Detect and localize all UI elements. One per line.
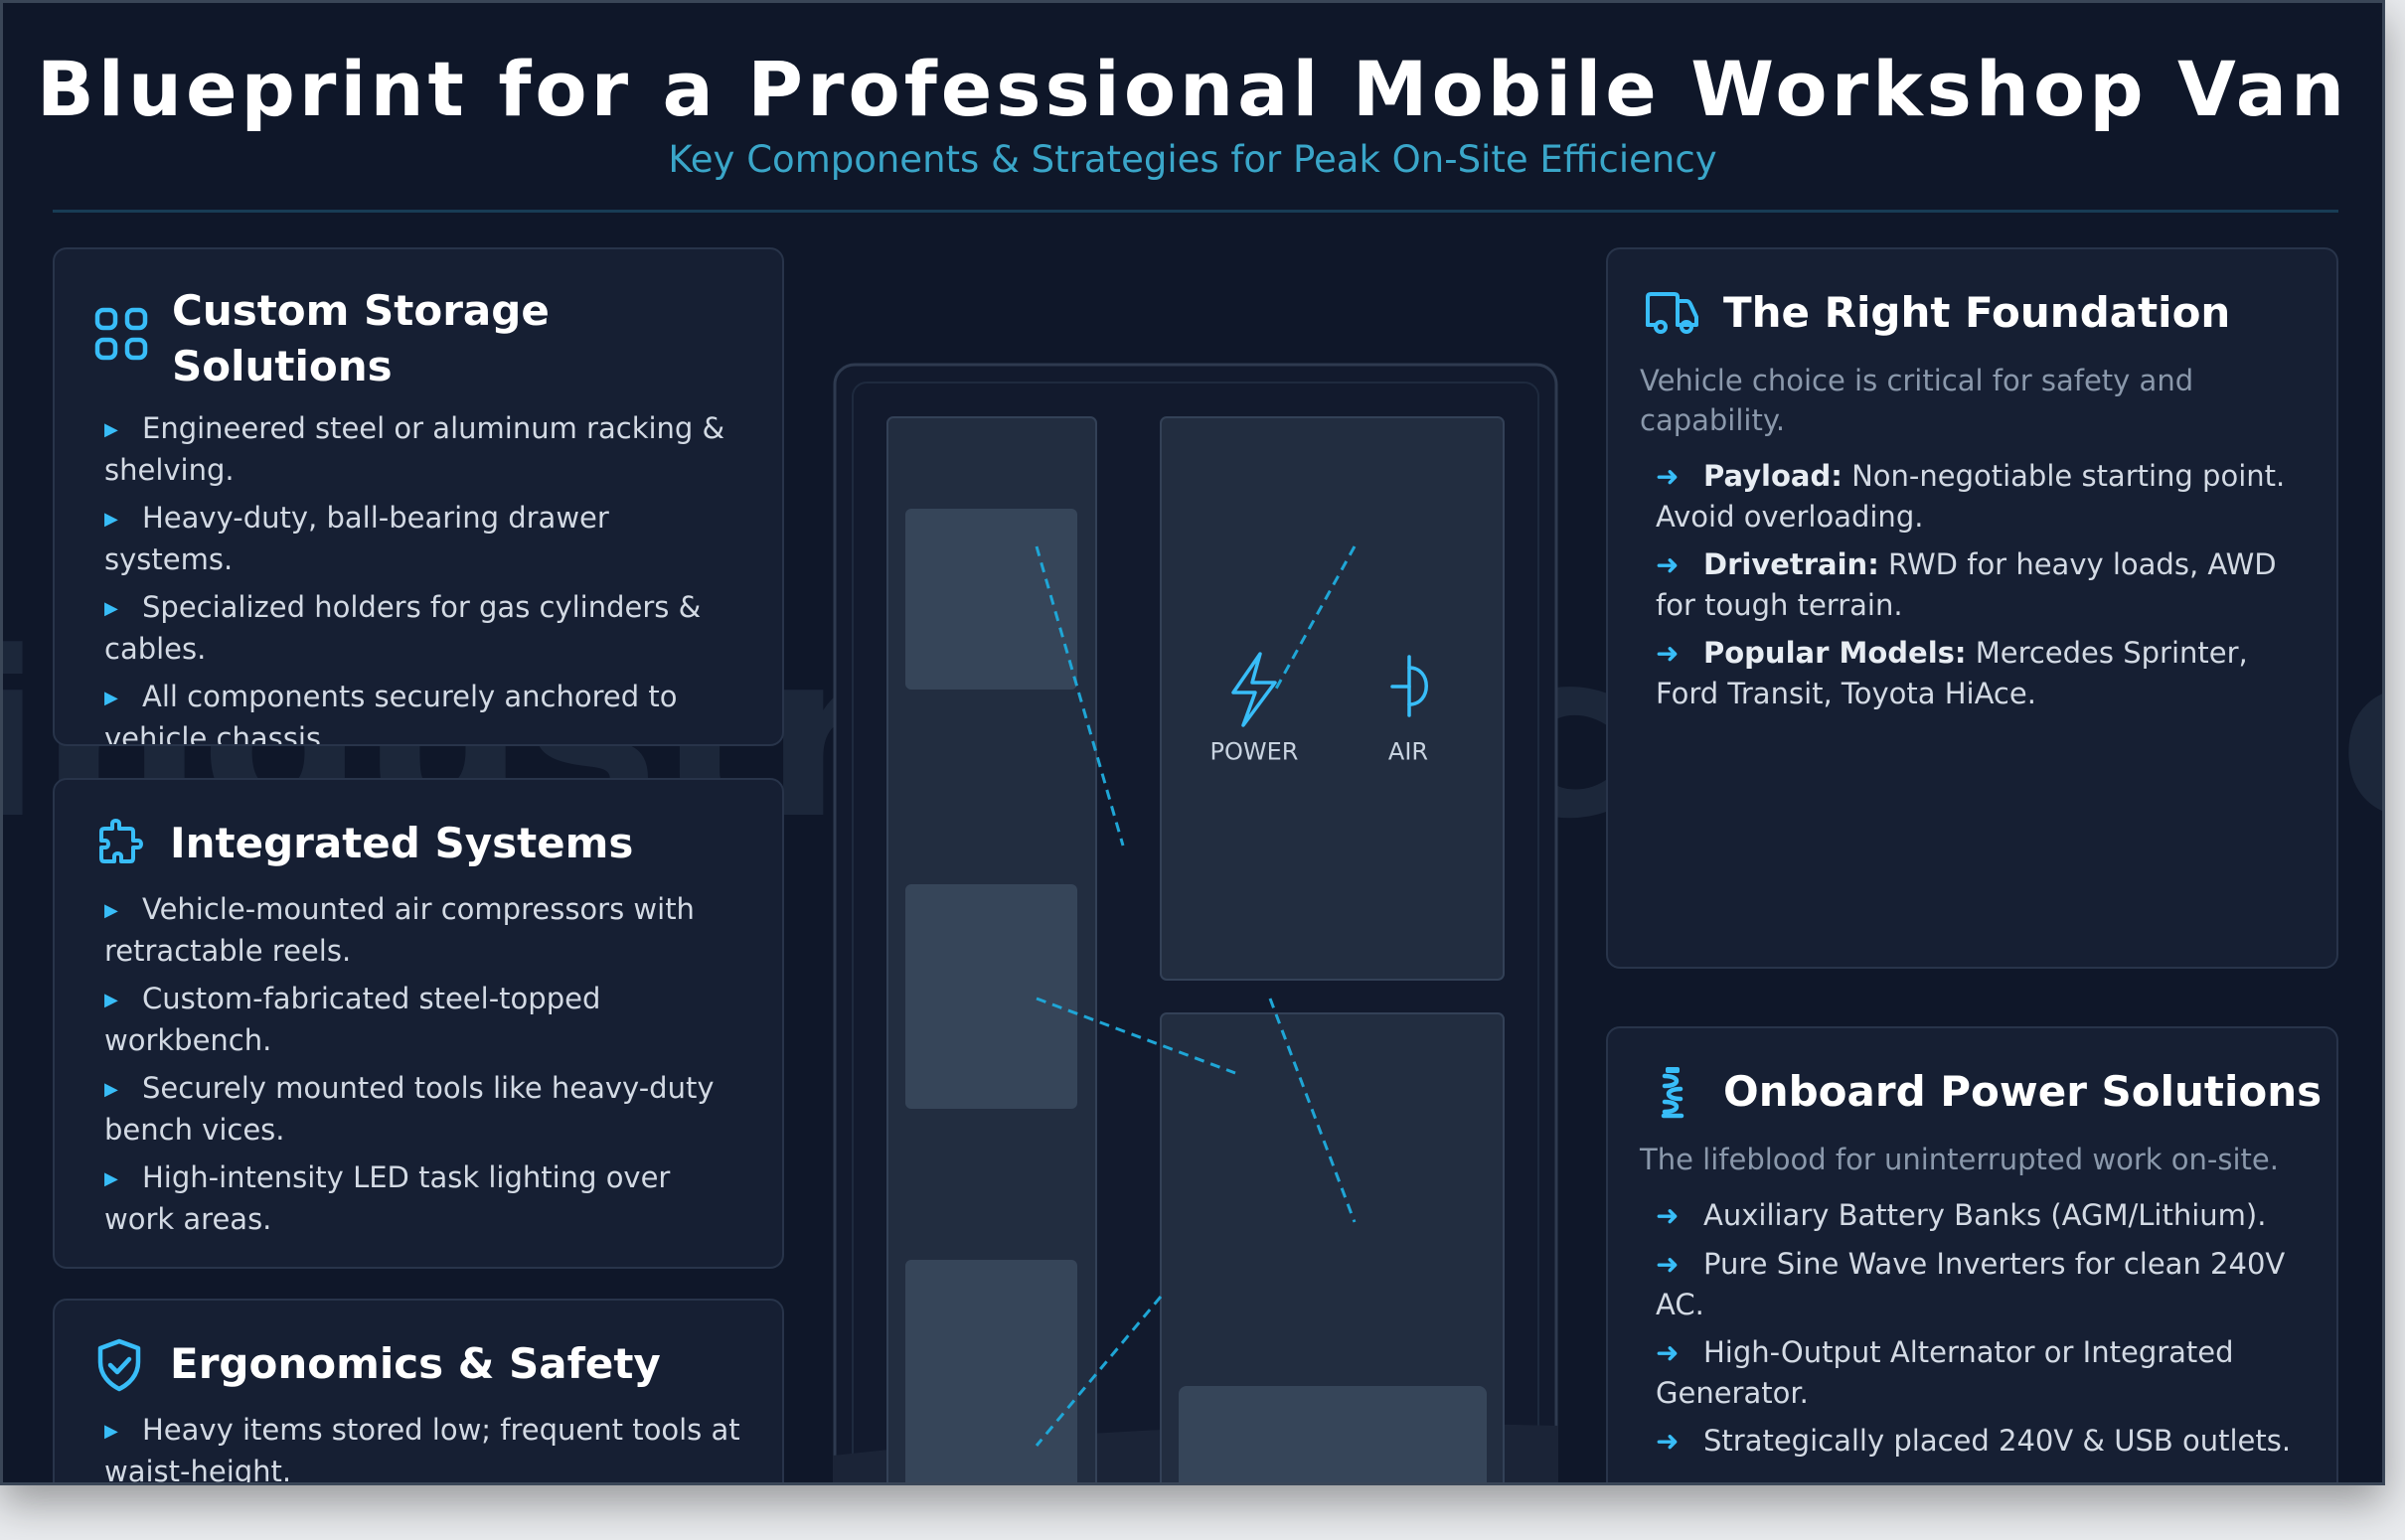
list-item: ▶Engineered steel or aluminum racking & … [104,411,725,487]
van-layout-diagram: POWER AIR [833,363,1558,1482]
card-header: Custom Storage Solutions [92,283,589,394]
power-label: POWER [1210,738,1299,766]
card-header: Ergonomics & Safety [90,1336,661,1394]
card-header: The Right Foundation [1644,285,2230,343]
list-item: ▶Custom-fabricated steel-topped workbenc… [104,982,601,1057]
arrow-list: ➜Auxiliary Battery Banks (AGM/Lithium). … [1640,1195,2307,1462]
card-content: Vehicle choice is critical for safety an… [1640,361,2307,721]
list-item: ▶Vehicle-mounted air compressors with re… [104,892,695,968]
bullet-list: ▶Vehicle-mounted air compressors with re… [104,889,742,1239]
bullet-icon: ▶ [104,900,118,921]
van-icon [1644,285,1701,343]
list-item: ➜Pure Sine Wave Inverters for clean 240V… [1656,1247,2286,1321]
card-header: Onboard Power Solutions [1644,1064,2322,1122]
card-list-wrap: ▶Vehicle-mounted air compressors with re… [104,889,742,1247]
card-onboard-power: Onboard Power Solutions The lifeblood fo… [1606,1026,2338,1482]
list-item: ▶All components securely anchored to veh… [104,680,678,746]
puzzle-icon [90,816,148,873]
arrow-right-icon: ➜ [1656,1336,1680,1369]
air-label: AIR [1388,738,1428,766]
power-icon [1231,652,1277,727]
list-item: ▶Heavy-duty, ball-bearing drawer systems… [104,501,609,576]
list-item: ▶Specialized holders for gas cylinders &… [104,590,702,666]
list-item: ➜Auxiliary Battery Banks (AGM/Lithium). [1656,1195,2307,1236]
arrow-list: ➜Payload: Non-negotiable starting point.… [1640,456,2307,713]
card-title: Onboard Power Solutions [1723,1067,2323,1116]
arrow-right-icon: ➜ [1656,637,1680,670]
list-item: ➜Payload: Non-negotiable starting point.… [1656,459,2286,534]
card-content: The lifeblood for uninterrupted work on-… [1640,1140,2307,1469]
card-title: Integrated Systems [170,819,634,867]
workbench-module [1160,416,1505,981]
card-title: Custom Storage Solutions [172,286,550,390]
card-integrated-systems: Integrated Systems ▶Vehicle-mounted air … [53,778,784,1269]
bullet-icon: ▶ [104,688,118,708]
list-item: ➜High-Output Alternator or Integrated Ge… [1656,1335,2234,1410]
card-header: Integrated Systems [90,816,633,873]
list-item: ➜Drivetrain: RWD for heavy loads, AWD fo… [1656,547,2277,622]
card-description: The lifeblood for uninterrupted work on-… [1640,1143,2279,1176]
list-item: ▶Securely mounted tools like heavy-duty … [104,1071,715,1147]
grid-icon [92,305,150,363]
card-list-wrap: ▶Heavy items stored low; frequent tools … [104,1410,742,1485]
bullet-icon: ▶ [104,509,118,530]
list-item: ➜Strategically placed 240V & USB outlets… [1656,1421,2307,1462]
bullet-icon: ▶ [104,1079,118,1100]
storage-module [1160,1012,1505,1482]
bullet-icon: ▶ [104,598,118,619]
van-body-inner [852,382,1539,1482]
connection-lines [1035,545,1357,1447]
page-title: Blueprint for a Professional Mobile Work… [36,45,2349,133]
bullet-icon: ▶ [104,419,118,440]
arrow-right-icon: ➜ [1656,1425,1680,1458]
arrow-right-icon: ➜ [1656,548,1680,581]
battery-icon [1644,1064,1701,1122]
bullet-list: ▶Engineered steel or aluminum racking & … [104,408,738,746]
equipment-block [1179,1386,1487,1482]
shield-check-icon [90,1336,148,1394]
bullet-icon: ▶ [104,1168,118,1189]
list-item: ▶Heavy items stored low; frequent tools … [104,1413,740,1485]
infographic-frame: industriesfactory.com Blueprint for a Pr… [0,0,2385,1485]
header-divider [53,210,2338,213]
card-ergonomics-safety: Ergonomics & Safety ▶Heavy items stored … [53,1299,784,1485]
list-item: ▶High-intensity LED task lighting over w… [104,1160,671,1236]
card-description: Vehicle choice is critical for safety an… [1640,364,2194,437]
card-title: Ergonomics & Safety [170,1339,661,1388]
card-right-foundation: The Right Foundation Vehicle choice is c… [1606,247,2338,969]
list-item: ➜Popular Models: Mercedes Sprinter, Ford… [1656,636,2248,710]
drawer-unit [905,509,1077,690]
bullet-icon: ▶ [104,1421,118,1442]
card-title: The Right Foundation [1723,288,2231,337]
bullet-icon: ▶ [104,990,118,1010]
bullet-list: ▶Heavy items stored low; frequent tools … [104,1410,742,1485]
air-icon [1390,655,1428,717]
page-subtitle: Key Components & Strategies for Peak On-… [668,138,1717,181]
arrow-right-icon: ➜ [1656,1199,1680,1232]
arrow-right-icon: ➜ [1656,460,1680,493]
card-custom-storage: Custom Storage Solutions ▶Engineered ste… [53,247,784,746]
arrow-right-icon: ➜ [1656,1248,1680,1281]
card-list-wrap: ▶Engineered steel or aluminum racking & … [104,408,738,746]
drawer-unit [905,1260,1077,1482]
drawer-unit [905,884,1077,1109]
